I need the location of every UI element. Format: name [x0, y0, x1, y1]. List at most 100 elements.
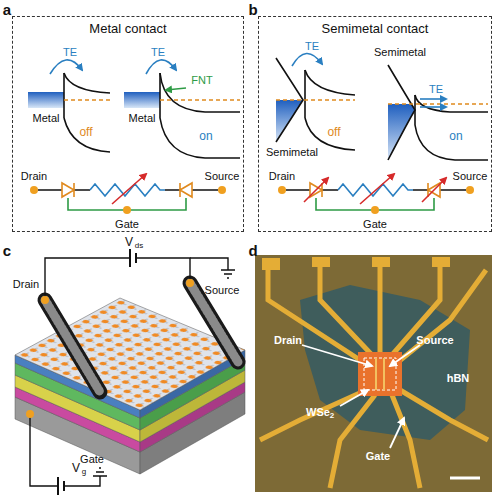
- terminal-label: Gate: [363, 219, 387, 230]
- ground-symbol: [190, 258, 235, 278]
- electrode: [400, 390, 488, 440]
- te-arrow: [146, 60, 176, 74]
- battery-symbol: [130, 249, 136, 267]
- electrode: [268, 262, 360, 360]
- te-arrow: [50, 60, 82, 74]
- valence-band: [415, 125, 488, 160]
- process-label: FNT: [191, 75, 212, 86]
- terminal-label: Source: [205, 285, 240, 296]
- process-label: TE: [63, 47, 77, 58]
- terminal-label: Drain: [13, 279, 39, 290]
- pointer-arrow: [390, 418, 404, 448]
- valence-band: [64, 118, 110, 152]
- terminal: [371, 206, 379, 214]
- metal-circuit: [30, 174, 226, 214]
- material-label: Metal: [33, 113, 60, 124]
- state-label: on: [199, 130, 212, 142]
- terminal-label: Gate: [80, 454, 104, 465]
- fermi-level: [160, 99, 240, 101]
- interface-line: [414, 95, 416, 125]
- fermi-level: [388, 103, 488, 105]
- voltage-subscript: g: [82, 468, 86, 476]
- image-label: hBN: [447, 373, 470, 384]
- te-arrow: [420, 98, 446, 100]
- terminal-label: Drain: [269, 171, 295, 182]
- material-label: Metal: [129, 113, 156, 124]
- panel-title: Metal contact: [13, 21, 243, 36]
- process-label: TE: [305, 41, 319, 52]
- fnt-arrow: [166, 88, 186, 90]
- electrode: [330, 395, 375, 488]
- terminal-label: Gate: [115, 219, 139, 230]
- conduction-band: [160, 73, 240, 112]
- bias-wiring: [26, 249, 235, 495]
- terminal: [278, 186, 286, 194]
- wire: [45, 258, 190, 300]
- panel-letter: c: [3, 243, 11, 258]
- process-label: TE: [429, 84, 443, 95]
- wse2-flake: [358, 352, 402, 396]
- voltage-label: V: [125, 236, 133, 248]
- electrode: [392, 395, 420, 488]
- image-subscript: 2: [330, 412, 334, 420]
- valence-band: [305, 118, 355, 150]
- terminal-label: Source: [453, 171, 488, 182]
- material-label: Semimetal: [266, 147, 318, 158]
- nanotube: [45, 300, 100, 392]
- process-label: TE: [151, 47, 165, 58]
- pointer-arrow: [390, 345, 420, 366]
- panel-letter: b: [248, 2, 257, 17]
- state-label: on: [449, 130, 462, 142]
- channel-contacts: [376, 358, 384, 390]
- terminal: [466, 186, 474, 194]
- terminal: [218, 186, 226, 194]
- diode-symbol: [180, 183, 192, 197]
- conduction-band: [305, 70, 355, 95]
- wire: [30, 414, 107, 486]
- image-label: Source: [416, 335, 453, 346]
- terminal: [123, 206, 131, 214]
- panel-letter: a: [3, 2, 11, 17]
- nanotube-mesh: [45, 300, 100, 392]
- interface-line: [304, 70, 306, 118]
- image-label: WSe: [306, 407, 330, 418]
- state-label: off: [327, 126, 340, 138]
- diode-symbol: [62, 183, 74, 197]
- semimetal-circuit: [278, 174, 474, 214]
- terminal-label: Source: [205, 171, 240, 182]
- voltage-label: V: [72, 462, 80, 474]
- metal-band-diagram: [28, 60, 240, 158]
- semimetal-cone: [388, 65, 415, 160]
- state-label: off: [79, 126, 92, 138]
- fermi-level: [276, 99, 355, 101]
- electrode: [320, 258, 372, 355]
- pointer-arrow: [302, 345, 372, 366]
- electrode: [398, 270, 486, 362]
- panel-title: Semimetal contact: [259, 21, 491, 36]
- te-arrow: [420, 106, 446, 108]
- terminal: [186, 279, 194, 287]
- image-label: Gate: [366, 451, 390, 462]
- metal-fill: [28, 92, 64, 108]
- conduction-band: [64, 73, 110, 93]
- variable-arrow: [112, 174, 146, 204]
- terminal-label: Drain: [21, 171, 47, 182]
- interface-line: [63, 73, 65, 118]
- electrode-pad: [432, 257, 450, 267]
- optical-micrograph: [255, 255, 492, 492]
- variable-arrow: [360, 174, 394, 204]
- electrode: [378, 258, 383, 355]
- scale-bar: [450, 477, 480, 480]
- te-arrow: [292, 53, 322, 66]
- electrode-pad: [372, 257, 390, 267]
- material-label: Semimetal: [374, 47, 426, 58]
- photo-background: [255, 255, 492, 492]
- panel-letter: d: [248, 243, 257, 258]
- electrode-traces: [260, 258, 488, 488]
- electrode-pad: [312, 257, 330, 267]
- semimetal-band-diagram: [276, 53, 488, 160]
- battery-symbol: [58, 477, 64, 495]
- terminal: [26, 410, 34, 418]
- pointer-arrow: [340, 390, 368, 406]
